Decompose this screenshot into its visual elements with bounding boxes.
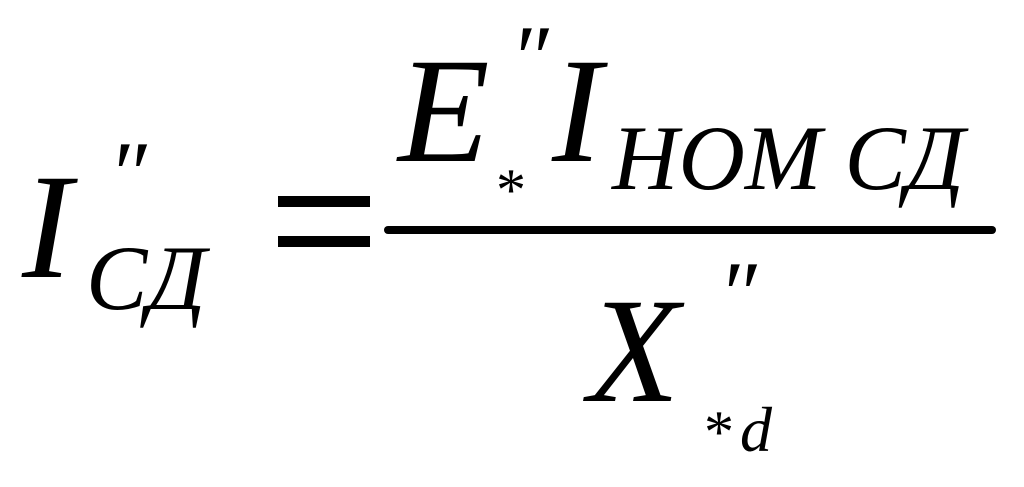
numerator-emf-symbol: E <box>398 28 490 194</box>
denominator-reactance-double-prime: ″ <box>718 243 757 345</box>
numerator-current-subscript: НОМ СД <box>612 107 965 209</box>
lhs-current-symbol: I <box>22 144 72 310</box>
numerator-emf-star: * <box>496 157 526 223</box>
equals-sign: = <box>278 196 370 248</box>
fraction-bar <box>384 226 996 234</box>
denominator-reactance-subscript: d <box>740 394 772 465</box>
numerator-emf-double-prime: ″ <box>510 7 549 109</box>
equals-bar-bottom <box>278 236 370 247</box>
equals-bar-top <box>278 196 370 207</box>
numerator-current-symbol: I <box>552 28 602 194</box>
denominator-reactance-star: * <box>704 399 734 465</box>
lhs-subscript: СД <box>86 227 206 329</box>
lhs-double-prime: ″ <box>108 123 147 225</box>
denominator-reactance-symbol: X <box>588 268 680 434</box>
